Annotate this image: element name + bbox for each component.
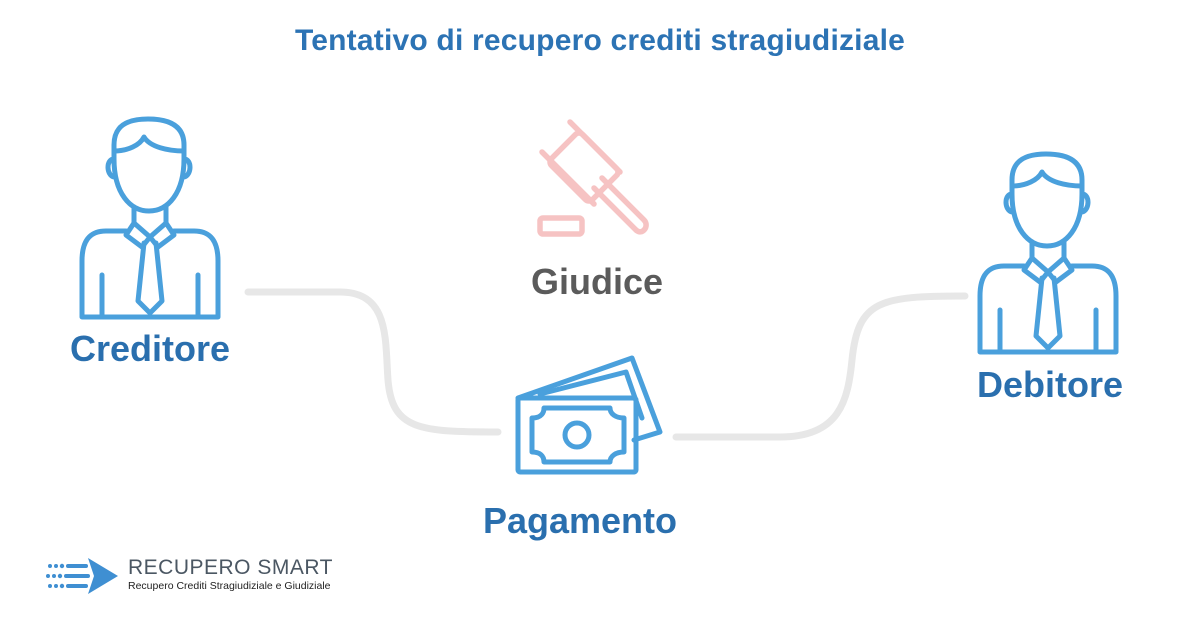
gavel-icon	[537, 119, 649, 237]
speed-arrow-icon	[46, 558, 118, 594]
brand-logo: RECUPERO SMART Recupero Crediti Stragiud…	[44, 552, 364, 600]
pagamento-label: Pagamento	[482, 500, 678, 541]
page-title: Tentativo di recupero crediti stragiudiz…	[294, 24, 906, 57]
giudice-label: Giudice	[530, 261, 664, 302]
businessman-icon	[79, 116, 221, 320]
banknotes-icon	[515, 355, 663, 475]
debitore-label: Debitore	[976, 364, 1124, 405]
businessman-icon	[977, 151, 1119, 355]
creditore-label: Creditore	[69, 328, 231, 369]
brand-name: RECUPERO SMART	[128, 556, 333, 579]
brand-tagline: Recupero Crediti Stragiudiziale e Giudiz…	[128, 580, 331, 592]
